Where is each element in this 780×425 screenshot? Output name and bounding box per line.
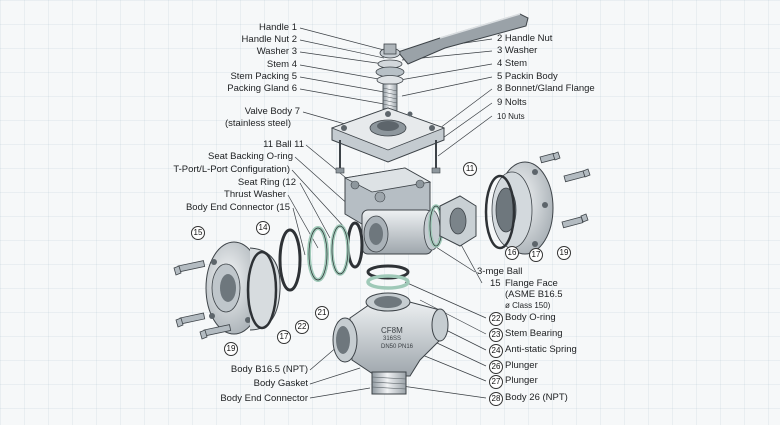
label-flange-face: Flange Face	[505, 278, 558, 289]
label-bolts: 9 Nolts	[497, 97, 527, 108]
callout-19-left: 19	[224, 342, 238, 356]
callout-19-right: 19	[557, 246, 571, 260]
label-flange-face-number: 15	[490, 278, 501, 289]
label-ball: 11 Ball 11	[263, 139, 304, 150]
label-seat-ring: Seat Ring (12	[237, 177, 296, 188]
label-body-oring: Body O-ring	[505, 312, 556, 323]
bolts-right	[539, 151, 591, 229]
bonnet-flange	[330, 107, 446, 174]
callout-15-left: 15	[191, 226, 205, 240]
label-thrust-washer: Thrust Washer	[224, 189, 286, 200]
callout-17-right: 17	[529, 248, 543, 262]
label-body-gasket: Body Gasket	[253, 378, 308, 389]
hex-nut-right	[439, 195, 477, 247]
label-body-end-connector-top: Body End Connector (15	[185, 202, 290, 213]
seat-rings-stack	[278, 204, 444, 292]
label-plunger-1: Plunger	[505, 360, 538, 371]
label-handle: Handle 1	[258, 22, 297, 33]
label-washer-right: 3 Washer	[497, 45, 538, 56]
callout-11: 11	[463, 162, 477, 176]
callout-23: 23	[489, 328, 503, 342]
label-valve-body-material: (stainless steel)	[225, 118, 291, 129]
callout-21: 21	[315, 306, 329, 320]
callout-28: 28	[489, 392, 503, 406]
label-seat-backing-oring: Seat Backing O-ring	[207, 151, 293, 162]
label-handle-nut: Handle Nut 2	[241, 34, 297, 45]
callout-26: 26	[489, 360, 503, 374]
callout-16: 16	[505, 246, 519, 260]
body-marking-grade: 316SS	[383, 336, 402, 342]
label-nuts: 10 Nuts	[497, 112, 525, 121]
label-body-npt: Body 26 (NPT)	[505, 392, 568, 403]
bolts-left	[173, 260, 232, 340]
label-packing-body: 5 Packin Body	[497, 71, 558, 82]
body-marking-rating: DN50 PN16	[381, 344, 414, 350]
label-body-end-connector-bottom: Body End Connector	[220, 393, 308, 404]
label-bonnet-gland-flange: 8 Bonnet/Gland Flange	[497, 83, 595, 94]
label-stem-bearing: Stem Bearing	[505, 328, 563, 339]
callout-14: 14	[256, 221, 270, 235]
callout-27: 27	[489, 375, 503, 389]
ball-valve-body	[343, 167, 441, 255]
flange-left	[205, 241, 281, 335]
handle-lever	[379, 13, 529, 65]
label-port-configuration: T-Port/L-Port Configuration)	[173, 164, 290, 175]
stem-washers	[375, 59, 405, 85]
label-washer: Washer 3	[256, 46, 297, 57]
label-3-piece-ball: 3-mge Ball	[477, 266, 523, 277]
callout-22-drawing: 22	[295, 320, 309, 334]
label-valve-body: Valve Body 7	[244, 106, 300, 117]
label-anti-static-spring: Anti-static Spring	[505, 344, 577, 355]
label-handle-nut-right: 2 Handle Nut	[497, 33, 553, 44]
tee-body	[332, 292, 449, 395]
flange-right	[484, 161, 554, 255]
label-flange-standard: (ASME B16.5	[505, 289, 563, 300]
label-stem-right: 4 Stem	[497, 58, 528, 69]
label-plunger-2: Plunger	[505, 375, 538, 386]
callout-17-left: 17	[277, 330, 291, 344]
callout-24: 24	[489, 344, 503, 358]
body-oring-stack	[366, 264, 410, 290]
label-stem: Stem 4	[266, 59, 297, 70]
label-packing-gland: Packing Gland 6	[227, 83, 297, 94]
label-flange-class: ø Class 150)	[505, 301, 551, 310]
label-stem-packing: Stem Packing 5	[230, 71, 297, 82]
callout-22: 22	[489, 312, 503, 326]
label-body-b16-5: Body B16.5 (NPT)	[230, 364, 308, 375]
body-marking-material: CF8M	[381, 326, 403, 335]
